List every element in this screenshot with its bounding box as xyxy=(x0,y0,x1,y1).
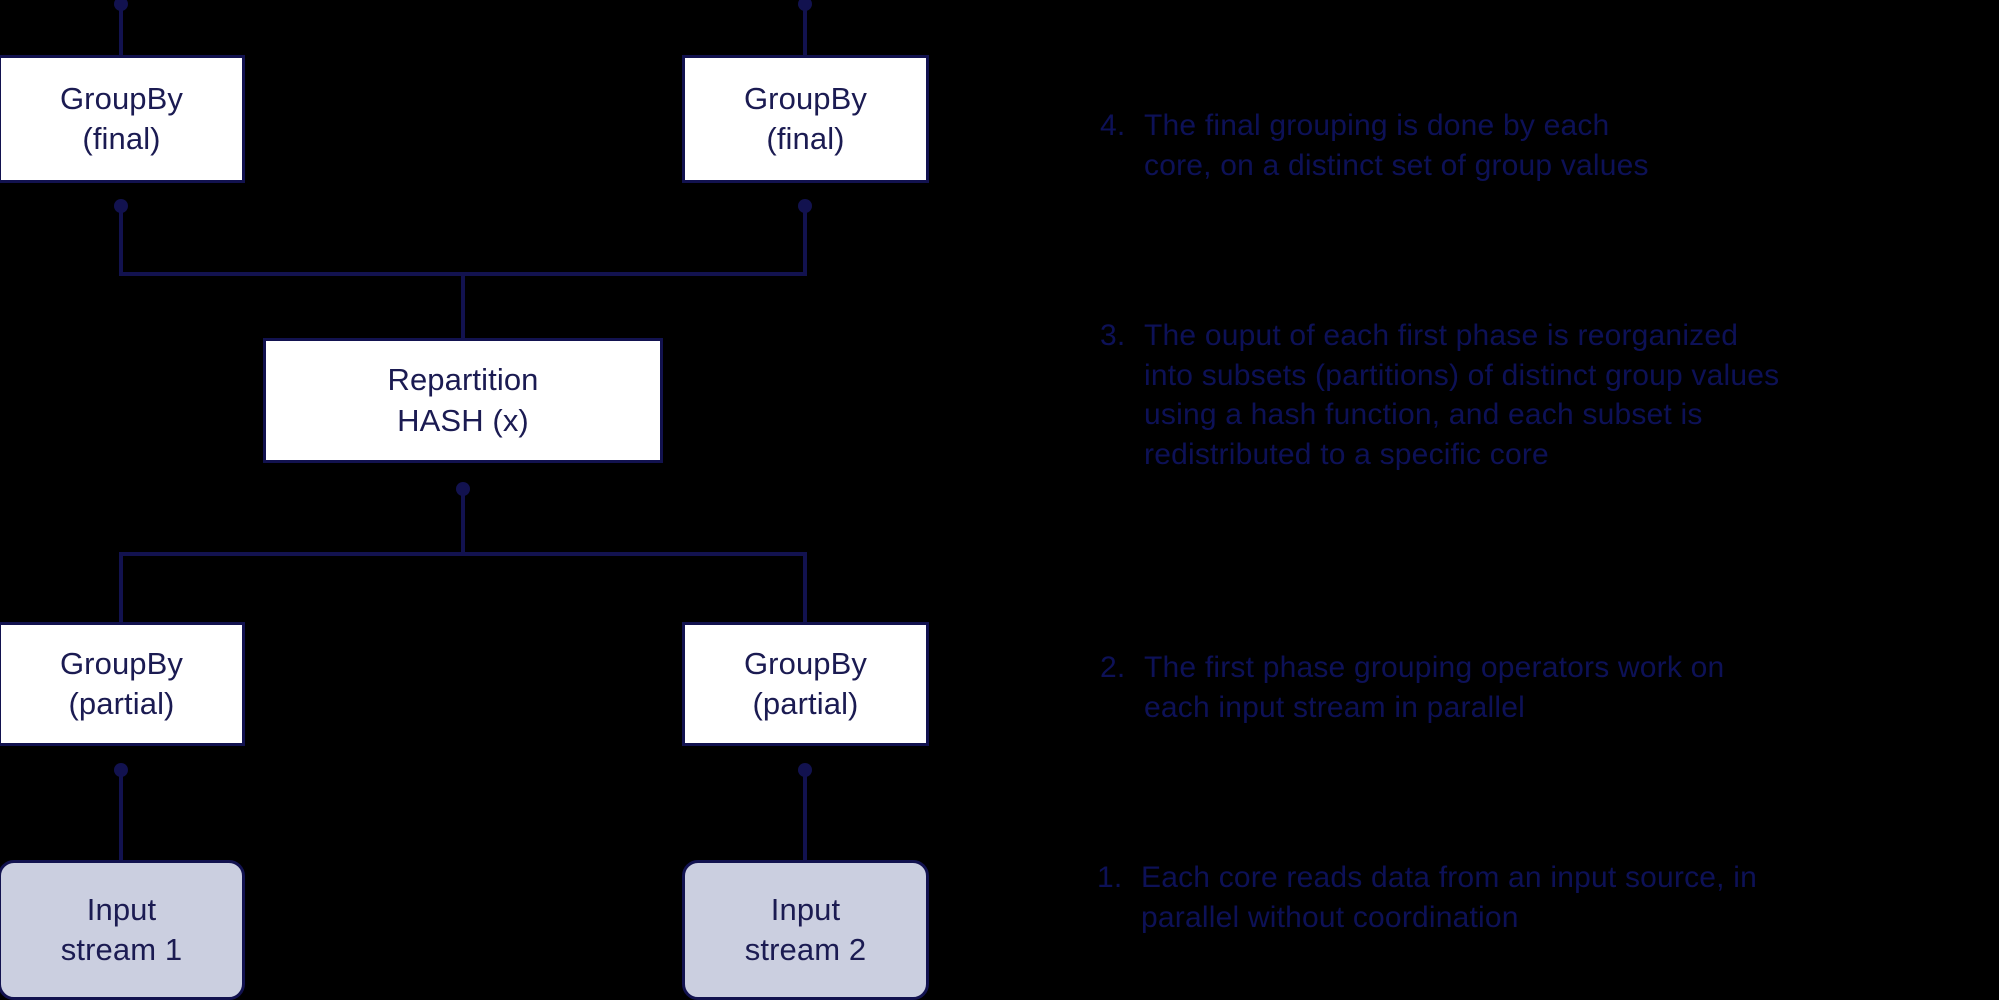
edge-dot-final-left xyxy=(114,199,128,213)
annotation-text-line: core, on a distinct set of group values xyxy=(1144,148,1649,182)
annotation-text-line: each input stream in parallel xyxy=(1144,690,1526,724)
node-groupby-final-left[interactable]: GroupBy (final) xyxy=(0,55,245,183)
annotation-text-line: The final grouping is done by each xyxy=(1144,109,1610,142)
edge-dot-repartition-out xyxy=(456,482,470,496)
node-groupby-partial-left[interactable]: GroupBy (partial) xyxy=(0,622,245,746)
node-label-line2: stream 1 xyxy=(60,932,183,967)
edge-dot-partial-right-in xyxy=(798,763,812,777)
edge-endpoint-dot-top-left xyxy=(114,0,128,11)
node-label-line2: (final) xyxy=(766,121,845,156)
annotation-text-line: into subsets (partitions) of distinct gr… xyxy=(1144,358,1780,392)
annotation-text: The first phase grouping operators work … xyxy=(1144,648,1960,727)
annotation-item-1: 1. Each core reads data from an input so… xyxy=(1097,858,1957,937)
annotation-number: 1. xyxy=(1097,861,1123,894)
node-label-line1: Repartition xyxy=(387,362,539,398)
annotation-text: Each core reads data from an input sourc… xyxy=(1141,858,1957,937)
node-label-line1: Input xyxy=(86,891,157,927)
edge-endpoint-dot-top-right xyxy=(798,0,812,11)
annotation-number: 4. xyxy=(1100,109,1126,142)
annotation-number: 2. xyxy=(1100,651,1126,684)
edge-dot-final-right xyxy=(798,199,812,213)
node-input-stream-2[interactable]: Input stream 2 xyxy=(682,860,929,1000)
annotation-text: The final grouping is done by each core,… xyxy=(1144,106,1960,185)
node-label-line1: GroupBy xyxy=(743,645,868,681)
annotation-item-4: 4. The final grouping is done by each co… xyxy=(1100,106,1960,185)
node-label-line2: (final) xyxy=(82,121,161,156)
annotation-item-3: 3. The ouput of each first phase is reor… xyxy=(1100,316,1980,474)
node-label-line2: HASH (x) xyxy=(397,402,529,438)
node-label-line1: GroupBy xyxy=(743,80,868,116)
annotation-item-2: 2. The first phase grouping operators wo… xyxy=(1100,648,1960,727)
annotation-text: The ouput of each first phase is reorgan… xyxy=(1144,316,1980,474)
annotation-text-line: The ouput of each first phase is reorgan… xyxy=(1144,319,1739,352)
annotation-text-line: Each core reads data from an input sourc… xyxy=(1141,861,1758,894)
annotation-text-line: parallel without coordination xyxy=(1141,900,1519,934)
annotation-text-line: redistributed to a specific core xyxy=(1144,437,1549,471)
node-repartition[interactable]: Repartition HASH (x) xyxy=(263,338,663,463)
node-groupby-partial-right[interactable]: GroupBy (partial) xyxy=(682,622,929,746)
edge-dot-partial-left-in xyxy=(114,763,128,777)
annotation-text-line: using a hash function, and each subset i… xyxy=(1144,398,1703,432)
annotation-list: 4. The final grouping is done by each co… xyxy=(1097,0,1980,986)
node-label-line1: GroupBy xyxy=(59,80,184,116)
node-groupby-final-right[interactable]: GroupBy (final) xyxy=(682,55,929,183)
annotation-number: 3. xyxy=(1100,319,1126,352)
node-label-line2: (partial) xyxy=(68,686,175,721)
node-label-line2: (partial) xyxy=(752,686,859,721)
node-label-line2: stream 2 xyxy=(744,932,867,967)
node-label-line1: GroupBy xyxy=(59,645,184,681)
annotation-text-line: The first phase grouping operators work … xyxy=(1144,651,1725,684)
node-input-stream-1[interactable]: Input stream 1 xyxy=(0,860,245,1000)
node-label-line1: Input xyxy=(770,891,841,927)
